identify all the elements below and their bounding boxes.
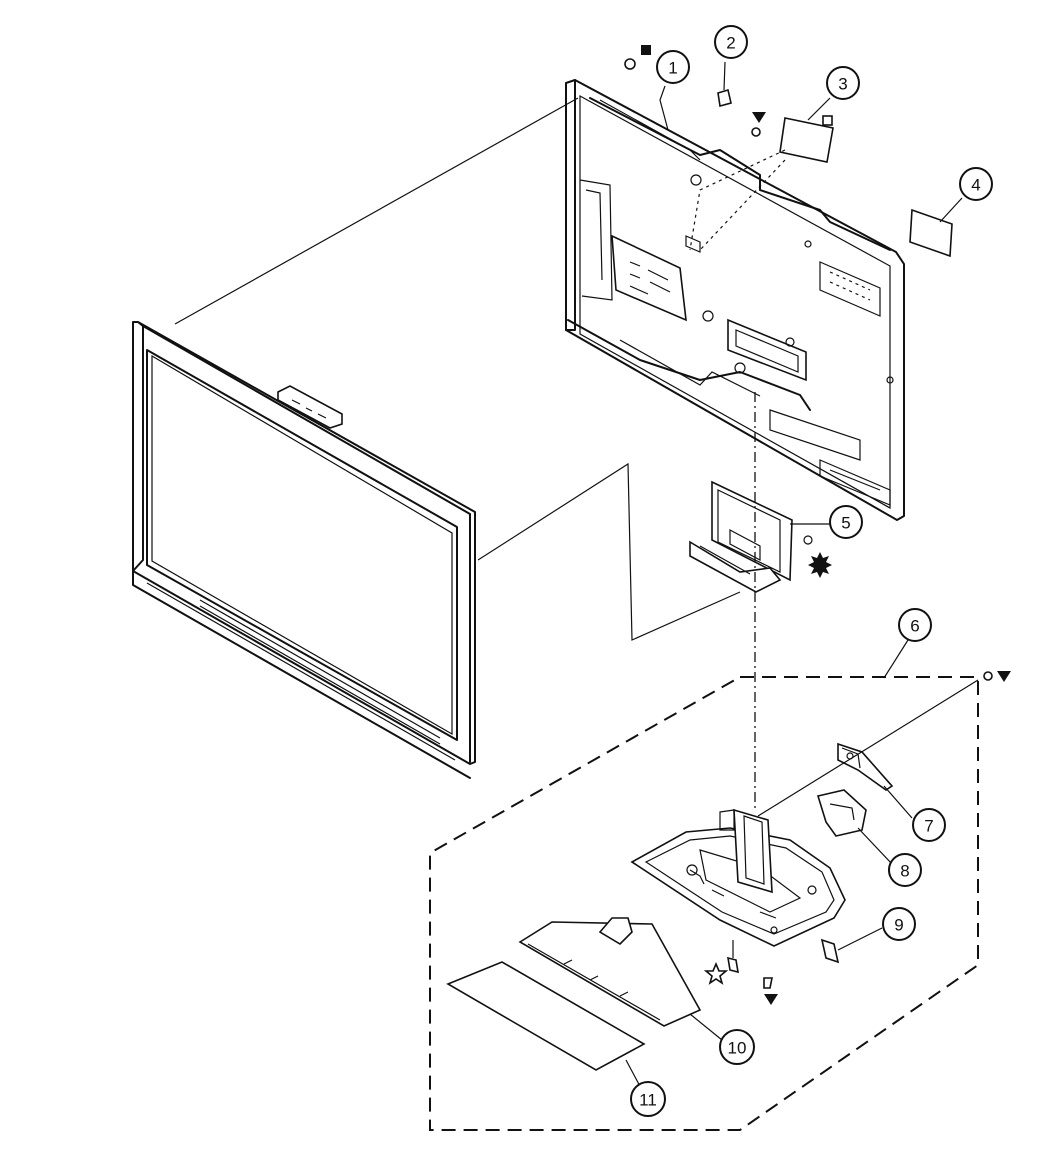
callout-2: 2 — [714, 25, 748, 59]
callout-4: 4 — [959, 167, 993, 201]
plate-part-9 — [820, 938, 840, 964]
svg-text:1: 1 — [668, 59, 677, 78]
svg-text:11: 11 — [639, 1091, 657, 1110]
stand-assembly-part-6 — [429, 392, 993, 1131]
callout-6: 6 — [898, 608, 932, 642]
callout-10: 10 — [719, 1029, 755, 1065]
down-triangle-symbol — [752, 112, 766, 123]
open-star-symbol — [703, 961, 729, 985]
svg-text:4: 4 — [971, 176, 980, 195]
callout-leaders — [625, 61, 963, 1091]
hinge-bracket-part-7 — [837, 742, 894, 791]
svg-text:8: 8 — [900, 862, 909, 881]
svg-text:10: 10 — [728, 1039, 747, 1058]
guide-lines — [174, 97, 979, 817]
label-part-3 — [689, 117, 834, 251]
svg-text:7: 7 — [924, 817, 933, 836]
clip-part-2 — [717, 88, 732, 108]
callout-3: 3 — [826, 66, 860, 100]
open-square-symbol — [822, 115, 833, 126]
terminal-bracket-part-5 — [689, 480, 813, 593]
label-part-4 — [909, 208, 953, 258]
callouts: 1 2 3 4 5 6 7 8 — [630, 25, 993, 1117]
svg-text:6: 6 — [910, 617, 919, 636]
callout-11: 11 — [630, 1081, 666, 1117]
svg-text:3: 3 — [838, 75, 847, 94]
callout-8: 8 — [888, 853, 922, 887]
starburst-symbol — [808, 552, 832, 578]
front-bezel-panel — [132, 321, 476, 779]
screw-symbols — [624, 45, 1011, 1005]
callout-7: 7 — [912, 808, 946, 842]
cover-piece-part-8 — [816, 789, 867, 837]
svg-text:2: 2 — [726, 34, 735, 53]
svg-text:9: 9 — [894, 916, 903, 935]
callout-1: 1 — [656, 50, 690, 84]
stand-cover-part-10 — [518, 917, 702, 1027]
down-triangle-symbol-2 — [997, 671, 1011, 682]
down-triangle-symbol-3 — [764, 994, 778, 1005]
rear-cover — [565, 79, 905, 521]
callout-5: 5 — [829, 505, 863, 539]
filled-square-symbol — [641, 45, 651, 55]
svg-text:5: 5 — [841, 514, 850, 533]
callout-9: 9 — [882, 907, 916, 941]
sheet-part-11 — [446, 961, 646, 1071]
